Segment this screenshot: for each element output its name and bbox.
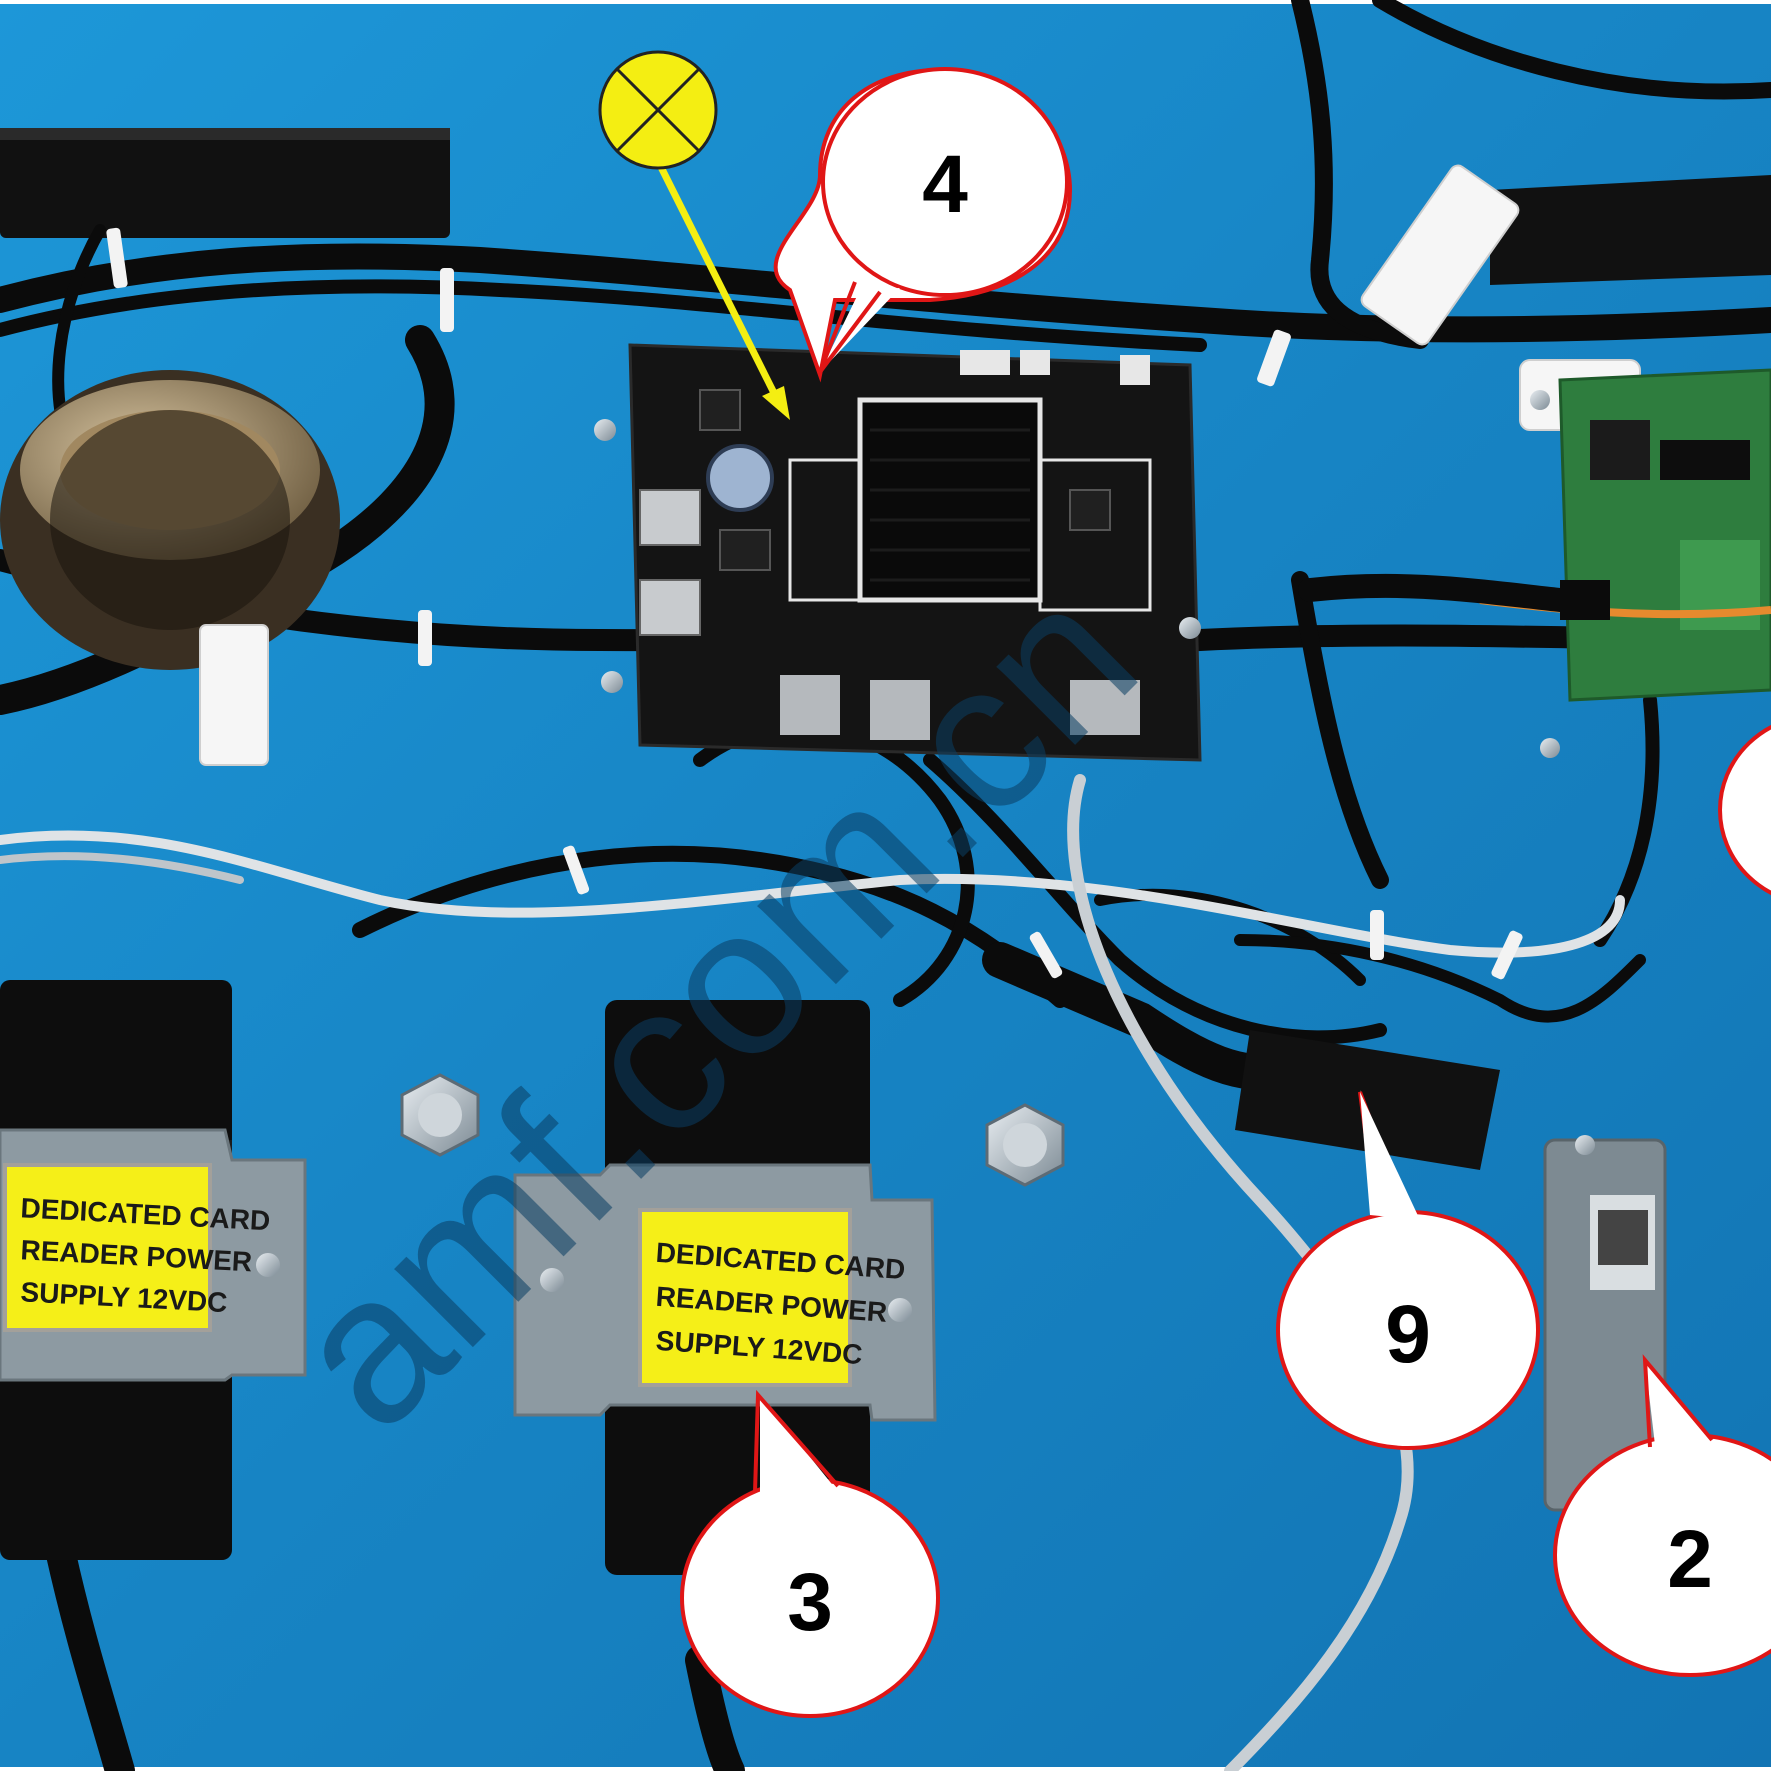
callout-9: 9 <box>1276 1090 1540 1450</box>
callout-9-number: 9 <box>1385 1289 1431 1380</box>
zip-ties <box>106 227 1523 980</box>
cable-comb-strip-right <box>1490 175 1771 285</box>
callout-3: 3 <box>680 1389 940 1718</box>
panel-bolts <box>400 1073 1065 1187</box>
callout-2-number: 2 <box>1667 1514 1713 1605</box>
controller-board <box>594 343 1202 762</box>
yellow-arrow-marker <box>598 50 790 420</box>
callout-2: 2 <box>1553 1354 1771 1677</box>
power-supply-left: DEDICATED CARD READER POWER SUPPLY 12VDC <box>0 980 307 1560</box>
grey-module <box>1543 1135 1667 1512</box>
power-supply-center: DEDICATED CARD READER POWER SUPPLY 12VDC <box>513 1000 937 1575</box>
green-pcb <box>1298 368 1771 758</box>
cable-comb-strip-left <box>0 128 450 238</box>
callout-partial-right <box>1718 724 1771 896</box>
callout-4: 4 <box>773 67 1073 383</box>
inline-adapter <box>1235 1030 1500 1170</box>
ferrite-core <box>0 370 340 670</box>
callout-4-number: 4 <box>922 139 968 230</box>
callout-3-number: 3 <box>787 1557 833 1648</box>
